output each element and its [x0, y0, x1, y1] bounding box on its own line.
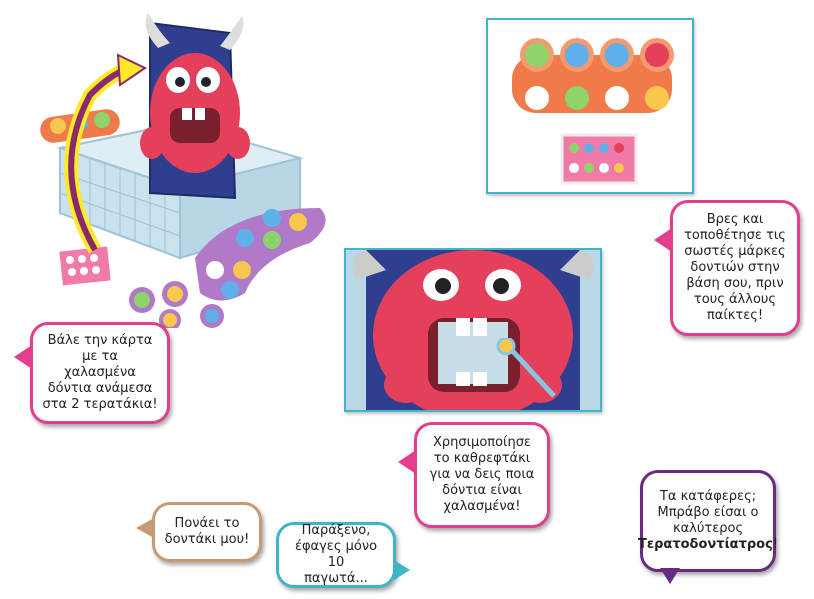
bubble-tail: [654, 228, 672, 252]
tooth-tokens-image: [486, 18, 694, 194]
bubble-text: Βάλε την κάρτα με τα χαλασμένα δόντια αν…: [42, 333, 158, 412]
speech-bubble-place-card: Βάλε την κάρτα με τα χαλασμένα δόντια αν…: [30, 322, 170, 424]
bubble-tail: [14, 345, 32, 369]
bubble-tail: [394, 560, 410, 580]
bubble-tail: [136, 518, 154, 538]
bubble-text: Τα κατάφερες; Μπράβο είσαι ο καλύτερος Τ…: [637, 489, 779, 552]
speech-bubble-find-place: Βρες και τοποθέτησε τις σωστές μάρκες δο…: [670, 200, 800, 336]
mirror-tool-icon: [496, 338, 556, 398]
curved-arrow-icon: [64, 53, 147, 254]
speech-bubble-tooth-hurts: Πονάει το δοντάκι μου!: [152, 502, 262, 562]
bubble-text: Βρες και τοποθέτησε τις σωστές μάρκες δο…: [684, 212, 786, 323]
bubble-text: Χρησιμοποίησε το καθρεφτάκι για να δεις …: [429, 435, 535, 514]
speech-bubble-use-mirror: Χρησιμοποίησε το καθρεφτάκι για να δεις …: [414, 422, 550, 528]
speech-bubble-ice-cream: Παράξενο, έφαγες μόνο 10 παγωτά...: [276, 522, 396, 588]
monster-closeup-image: [344, 248, 602, 420]
speech-bubble-success: Τα κατάφερες; Μπράβο είσαι ο καλύτερος Τ…: [637, 470, 779, 572]
bubble-tail: [398, 450, 416, 474]
monster-game-box-image: [40, 13, 326, 328]
bubble-text: Πονάει το δοντάκι μου!: [164, 516, 250, 547]
bubble-text: Παράξενο, έφαγες μόνο 10 παγωτά...: [294, 523, 378, 586]
bubble-tail: [660, 568, 680, 584]
